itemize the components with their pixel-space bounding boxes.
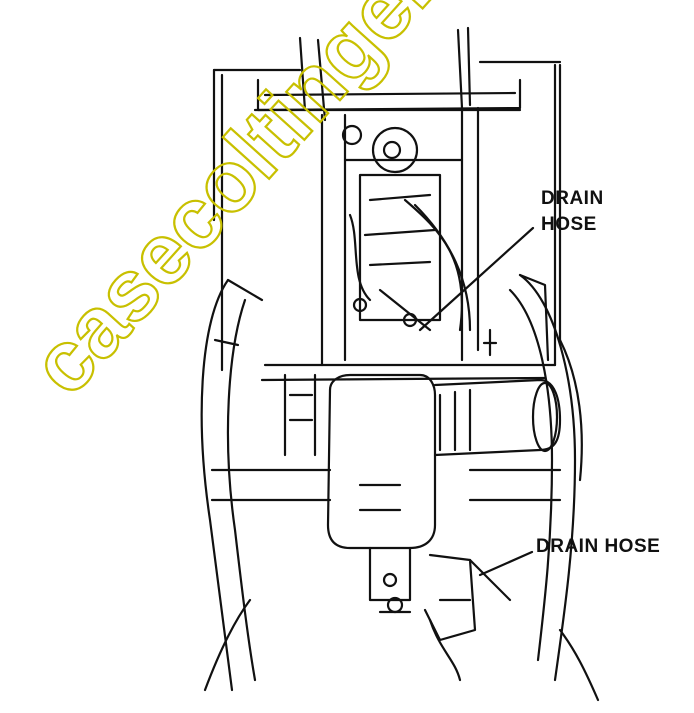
axle-housing <box>210 363 562 502</box>
valve-assembly <box>341 124 498 357</box>
drain-hose-upper-line-2: HOSE <box>541 213 597 235</box>
drawbar-hitch <box>368 546 512 682</box>
right-rear-tire <box>508 273 600 702</box>
leader-lines <box>418 226 535 577</box>
center-posts <box>320 106 480 367</box>
drain-hose-lower-label: DRAIN HOSE <box>536 536 661 557</box>
pto-housing <box>433 378 562 457</box>
cab-frame <box>212 26 562 372</box>
watermark-text: casecoltingersoll <box>13 0 554 413</box>
transmission-body <box>326 373 437 550</box>
watermark: casecoltingersoll <box>12 0 556 414</box>
drain-hose-upper-label: DRAIN HOSE <box>541 186 604 237</box>
drain-hose-upper-line-1: DRAIN <box>541 188 604 209</box>
left-rear-tire <box>200 278 264 692</box>
